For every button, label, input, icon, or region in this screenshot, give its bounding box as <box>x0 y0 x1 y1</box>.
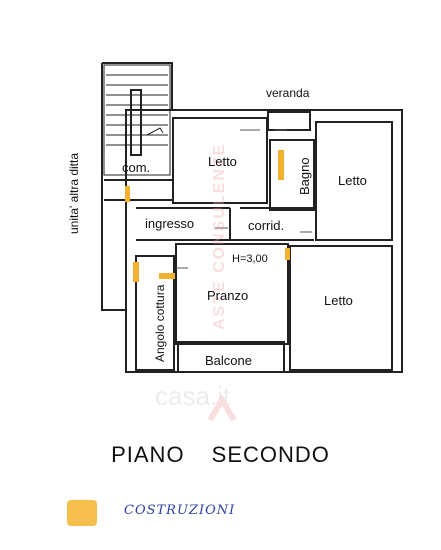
label-com: com. <box>122 160 150 175</box>
staircase <box>106 74 168 156</box>
legend-label: COSTRUZIONI <box>124 503 236 518</box>
svg-text:ASTE CONSULENZE: ASTE CONSULENZE <box>211 143 228 330</box>
label-pranzo: Pranzo <box>207 288 248 303</box>
label-angolo-cottura: Angolo cottura <box>153 284 167 362</box>
label-balcone: Balcone <box>205 353 252 368</box>
label-ingresso: ingresso <box>145 216 194 231</box>
label-side-note: unita' altra ditta <box>67 153 81 234</box>
label-letto-1: Letto <box>208 154 237 169</box>
label-corrid: corrid. <box>248 218 284 233</box>
plan-title: PIANO SECONDO <box>111 442 330 467</box>
label-letto-2: Letto <box>338 173 367 188</box>
watermark: ASTE CONSULENZE casa.it <box>155 143 237 422</box>
label-letto-3: Letto <box>324 293 353 308</box>
highlight-marks <box>125 150 290 282</box>
label-height: H=3,00 <box>232 253 268 265</box>
floor-plan: ASTE CONSULENZE casa.it veranda Letto Ba… <box>67 62 403 422</box>
interior-walls <box>104 111 393 373</box>
svg-text:casa.it: casa.it <box>155 381 231 411</box>
legend-swatch <box>67 500 97 526</box>
label-bagno: Bagno <box>297 157 312 195</box>
label-veranda: veranda <box>266 86 310 100</box>
door-swings <box>176 129 312 269</box>
